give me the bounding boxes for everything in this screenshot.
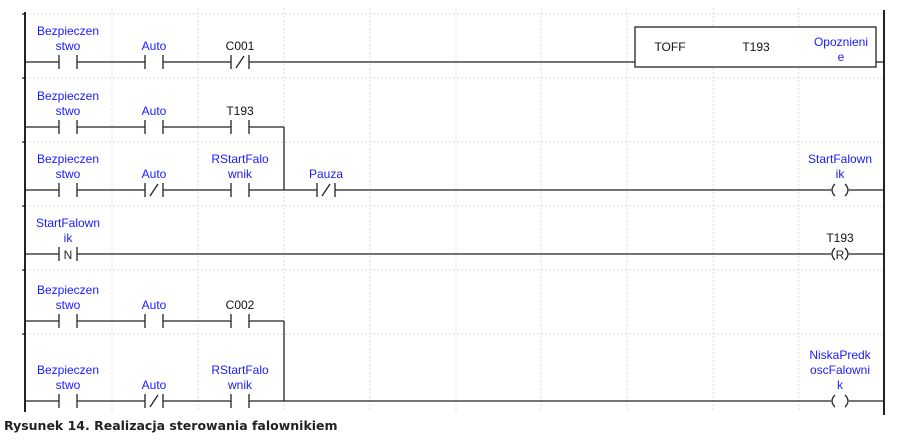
label-line: Auto (142, 39, 167, 53)
label-line: wnik (227, 378, 253, 392)
label-line: ik (64, 231, 74, 245)
output-coil[interactable] (831, 183, 849, 197)
contact-label: Auto (142, 298, 167, 312)
rung-5 (25, 394, 884, 408)
contact-label: C001 (226, 39, 255, 53)
label-line: Bezpieczen (37, 363, 99, 377)
contact-label: Auto (142, 378, 167, 392)
label-line: k (837, 378, 844, 392)
block-instruction: TOFF (654, 40, 685, 54)
label-line: Bezpieczen (37, 152, 99, 166)
rung-1 (25, 120, 285, 190)
label-line: stwo (56, 378, 81, 392)
contact-slash (149, 183, 159, 197)
contact-label: Pauza (309, 167, 343, 181)
label-line: Bezpieczen (37, 24, 99, 38)
normally-closed-contact[interactable] (230, 55, 250, 69)
normally-open-contact[interactable] (58, 120, 78, 134)
label-line: Pauza (309, 167, 343, 181)
contact-label: Auto (142, 39, 167, 53)
coil-right-arc (844, 247, 849, 261)
contact-slash (235, 55, 245, 69)
function-block-frame (634, 26, 877, 68)
label-line: stwo (56, 39, 81, 53)
normally-closed-contact[interactable] (144, 394, 164, 408)
coil-left-arc (831, 247, 836, 261)
rung-4 (25, 314, 285, 401)
contact-label: C002 (226, 298, 255, 312)
contact-slash (149, 394, 159, 408)
contact-label: Auto (142, 167, 167, 181)
label-line: stwo (56, 298, 81, 312)
label-line: StartFalown (36, 216, 100, 230)
normally-open-contact[interactable] (230, 394, 250, 408)
label-line: Auto (142, 378, 167, 392)
label-line: wnik (227, 167, 253, 181)
negative-edge-contact[interactable]: N (58, 247, 78, 262)
normally-closed-contact[interactable] (144, 183, 164, 197)
block-timer: T193 (742, 40, 770, 54)
output-coil[interactable] (831, 394, 849, 408)
label-line: T193 (226, 104, 254, 118)
label-line: Auto (142, 104, 167, 118)
label-line: Auto (142, 167, 167, 181)
normally-open-contact[interactable] (230, 314, 250, 328)
normally-open-contact[interactable] (144, 120, 164, 134)
label-line: NiskaPredk (809, 348, 871, 362)
normally-open-contact[interactable] (230, 183, 250, 197)
normally-closed-contact[interactable] (316, 183, 336, 197)
normally-open-contact[interactable] (58, 314, 78, 328)
normally-open-contact[interactable] (144, 55, 164, 69)
coil-right-arc (844, 394, 849, 408)
label-line: Bezpieczen (37, 283, 99, 297)
contact-symbol: N (64, 248, 73, 262)
label-line: oscFalowni (810, 363, 870, 377)
figure-caption: Rysunek 14. Realizacja sterowania falown… (4, 418, 338, 433)
normally-open-contact[interactable] (58, 55, 78, 69)
normally-open-contact[interactable] (58, 394, 78, 408)
coil-label: T193 (826, 231, 854, 245)
coil-right-arc (844, 183, 849, 197)
normally-open-contact[interactable] (144, 314, 164, 328)
normally-open-contact[interactable] (58, 183, 78, 197)
contact-label: Auto (142, 104, 167, 118)
label-line: C002 (226, 298, 255, 312)
label-line: RStartFalo (211, 152, 269, 166)
label-line: Bezpieczen (37, 89, 99, 103)
rung-2 (25, 183, 884, 197)
reset-coil[interactable]: R (831, 247, 849, 262)
block-preset: e (838, 50, 845, 64)
coil-left-arc (831, 183, 836, 197)
normally-open-contact[interactable] (230, 120, 250, 134)
coil-left-arc (831, 394, 836, 408)
label-line: RStartFalo (211, 363, 269, 377)
label-line: Auto (142, 298, 167, 312)
contact-slash (321, 183, 331, 197)
block-preset: Opoznieni (814, 35, 868, 49)
label-line: ik (836, 167, 846, 181)
label-line: C001 (226, 39, 255, 53)
label-line: T193 (826, 231, 854, 245)
coil-symbol: R (836, 248, 845, 262)
label-line: stwo (56, 104, 81, 118)
label-line: stwo (56, 167, 81, 181)
contact-label: T193 (226, 104, 254, 118)
label-line: StartFalown (808, 152, 872, 166)
